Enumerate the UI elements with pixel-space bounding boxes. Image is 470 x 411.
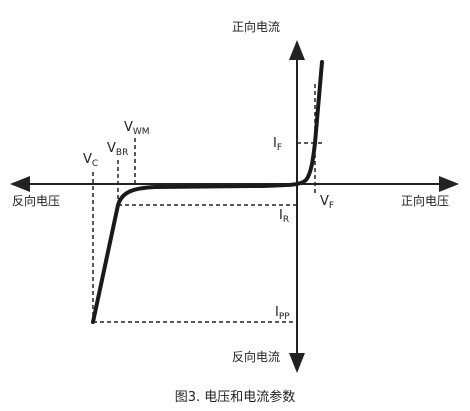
top-arrowhead	[289, 40, 305, 60]
if-label: IF	[273, 136, 282, 153]
positive-current-label: 正向电流	[232, 19, 280, 34]
negative-current-label: 反向电流	[232, 349, 280, 364]
reverse-voltage-label: 反向电压	[12, 193, 60, 208]
vc-label: VC	[83, 152, 98, 169]
bottom-arrowhead	[289, 353, 305, 373]
ipp-label: IPP	[275, 305, 290, 322]
ir-label: IR	[279, 208, 289, 225]
figure-caption: 图3. 电压和电流参数	[175, 389, 296, 405]
right-arrowhead	[439, 176, 459, 192]
vbr-label: VBR	[107, 141, 128, 158]
iv-curve	[91, 60, 324, 324]
vwm-label: VWM	[124, 120, 150, 137]
left-arrowhead	[10, 176, 30, 192]
forward-voltage-label: 正向电压	[401, 193, 449, 208]
vf-label: VF	[320, 194, 334, 211]
